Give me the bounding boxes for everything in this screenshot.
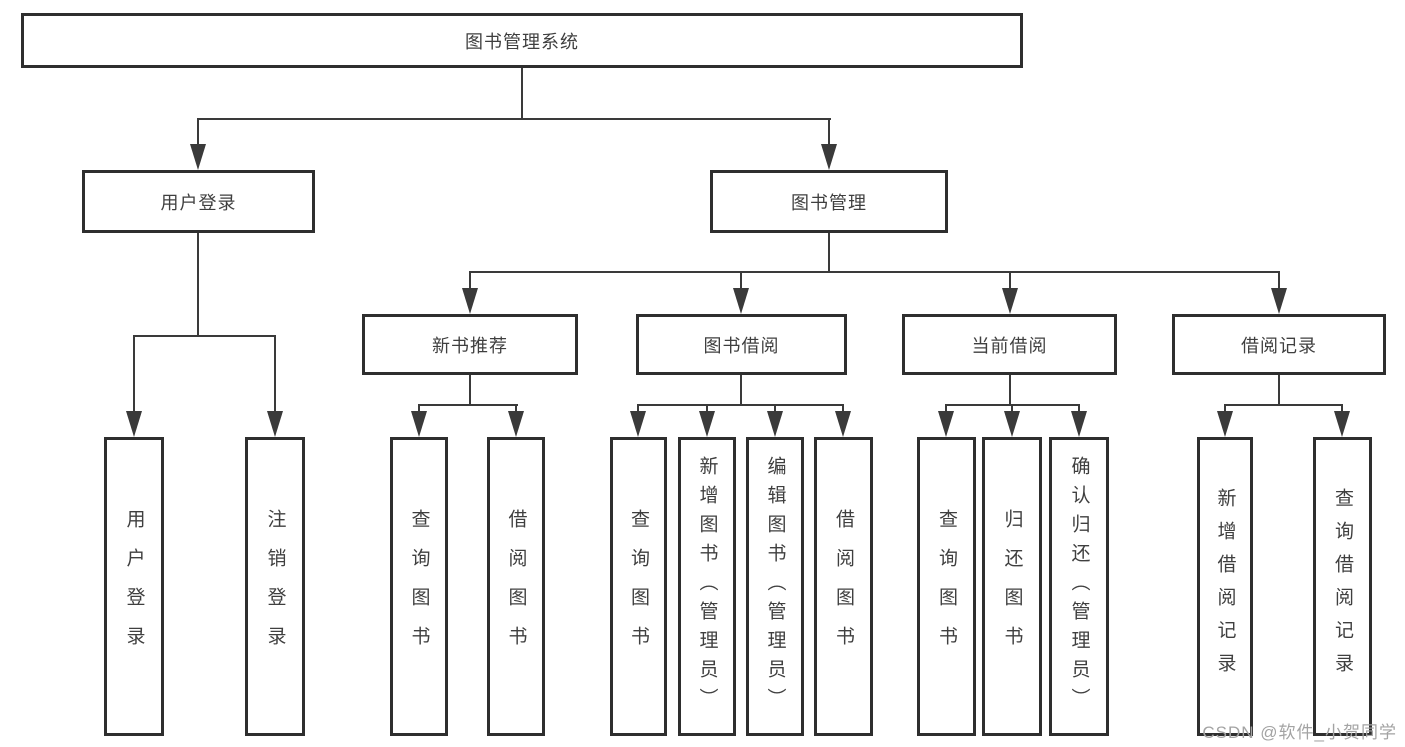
connector-line bbox=[521, 68, 523, 118]
leaf-confirm-return-admin-label: 确认归还（管理员） bbox=[1068, 456, 1090, 717]
node-borrow-record: 借阅记录 bbox=[1172, 314, 1386, 375]
connector-line bbox=[706, 404, 708, 414]
arrowhead-down-icon bbox=[190, 144, 206, 170]
connector-line bbox=[740, 271, 742, 290]
connector-line bbox=[1224, 404, 1226, 414]
connector-line bbox=[418, 404, 518, 406]
node-current-borrow-label: 当前借阅 bbox=[971, 335, 1048, 356]
connector-line bbox=[1078, 404, 1080, 414]
connector-line bbox=[469, 375, 471, 406]
connector-line bbox=[774, 404, 776, 414]
connector-line bbox=[1278, 375, 1280, 406]
node-current-borrow: 当前借阅 bbox=[902, 314, 1117, 375]
arrowhead-down-icon bbox=[821, 144, 837, 170]
node-user-login: 用户登录 bbox=[82, 170, 315, 233]
connector-line bbox=[828, 118, 830, 146]
leaf-logout: 注销登录 bbox=[245, 437, 305, 736]
node-new-book-recommend-label: 新书推荐 bbox=[432, 335, 508, 356]
node-borrow-record-label: 借阅记录 bbox=[1241, 335, 1317, 356]
arrowhead-down-icon bbox=[508, 411, 524, 437]
arrowhead-down-icon bbox=[1271, 288, 1287, 314]
connector-line bbox=[469, 271, 471, 290]
arrowhead-down-icon bbox=[767, 411, 783, 437]
connector-line bbox=[1278, 271, 1280, 290]
connector-line bbox=[740, 375, 742, 406]
leaf-borrow-books-2: 借阅图书 bbox=[814, 437, 873, 736]
connector-line bbox=[637, 404, 639, 414]
node-book-management: 图书管理 bbox=[710, 170, 948, 233]
leaf-query-borrow-record-label: 查询借阅记录 bbox=[1332, 487, 1353, 686]
leaf-add-book-admin-label: 新增图书（管理员） bbox=[696, 456, 718, 717]
arrowhead-down-icon bbox=[411, 411, 427, 437]
arrowhead-down-icon bbox=[1217, 411, 1233, 437]
connector-line bbox=[197, 233, 199, 335]
connector-line bbox=[637, 404, 844, 406]
leaf-borrow-books-1-label: 借阅图书 bbox=[505, 508, 527, 665]
connector-line bbox=[133, 335, 135, 413]
leaf-add-borrow-record: 新增借阅记录 bbox=[1197, 437, 1253, 736]
leaf-query-books-1: 查询图书 bbox=[390, 437, 448, 736]
leaf-edit-book-admin-label: 编辑图书（管理员） bbox=[764, 456, 786, 717]
leaf-user-login: 用户登录 bbox=[104, 437, 164, 736]
leaf-query-books-3: 查询图书 bbox=[917, 437, 976, 736]
leaf-confirm-return-admin: 确认归还（管理员） bbox=[1049, 437, 1109, 736]
node-book-management-label: 图书管理 bbox=[791, 192, 867, 213]
arrowhead-down-icon bbox=[126, 411, 142, 437]
arrowhead-down-icon bbox=[733, 288, 749, 314]
node-book-borrow-label: 图书借阅 bbox=[703, 335, 780, 356]
leaf-return-books-label: 归还图书 bbox=[1001, 508, 1023, 665]
leaf-return-books: 归还图书 bbox=[982, 437, 1042, 736]
node-book-borrow: 图书借阅 bbox=[636, 314, 847, 375]
arrowhead-down-icon bbox=[630, 411, 646, 437]
connector-line bbox=[1011, 404, 1013, 414]
node-user-login-label: 用户登录 bbox=[160, 192, 237, 213]
arrowhead-down-icon bbox=[462, 288, 478, 314]
connector-line bbox=[274, 335, 276, 413]
node-new-book-recommend: 新书推荐 bbox=[362, 314, 578, 375]
connector-line bbox=[515, 404, 517, 414]
connector-line bbox=[418, 404, 420, 414]
arrowhead-down-icon bbox=[1004, 411, 1020, 437]
connector-line bbox=[1341, 404, 1343, 414]
leaf-query-books-2-label: 查询图书 bbox=[628, 508, 649, 665]
leaf-edit-book-admin: 编辑图书（管理员） bbox=[746, 437, 804, 736]
csdn-watermark: CSDN @软件_小贺同学 bbox=[1202, 723, 1397, 742]
connector-line bbox=[842, 404, 844, 414]
arrowhead-down-icon bbox=[938, 411, 954, 437]
leaf-query-books-1-label: 查询图书 bbox=[408, 508, 430, 665]
leaf-logout-label: 注销登录 bbox=[264, 508, 286, 665]
leaf-user-login-label: 用户登录 bbox=[123, 508, 145, 665]
node-root: 图书管理系统 bbox=[21, 13, 1023, 68]
connector-line bbox=[197, 118, 831, 120]
connector-line bbox=[1009, 271, 1011, 290]
leaf-query-borrow-record: 查询借阅记录 bbox=[1313, 437, 1372, 736]
connector-line bbox=[1224, 404, 1343, 406]
arrowhead-down-icon bbox=[1071, 411, 1087, 437]
connector-line bbox=[133, 335, 276, 337]
leaf-query-books-3-label: 查询图书 bbox=[936, 508, 957, 665]
arrowhead-down-icon bbox=[1334, 411, 1350, 437]
arrowhead-down-icon bbox=[835, 411, 851, 437]
node-root-label: 图书管理系统 bbox=[465, 31, 579, 52]
connector-line bbox=[197, 118, 199, 146]
connector-line bbox=[469, 271, 1280, 273]
connector-line bbox=[945, 404, 947, 414]
leaf-add-borrow-record-label: 新增借阅记录 bbox=[1214, 487, 1236, 686]
leaf-borrow-books-2-label: 借阅图书 bbox=[833, 508, 854, 665]
arrowhead-down-icon bbox=[1002, 288, 1018, 314]
arrowhead-down-icon bbox=[699, 411, 715, 437]
leaf-query-books-2: 查询图书 bbox=[610, 437, 667, 736]
connector-line bbox=[828, 233, 830, 271]
leaf-borrow-books-1: 借阅图书 bbox=[487, 437, 545, 736]
arrowhead-down-icon bbox=[267, 411, 283, 437]
leaf-add-book-admin: 新增图书（管理员） bbox=[678, 437, 736, 736]
connector-line bbox=[1009, 375, 1011, 406]
